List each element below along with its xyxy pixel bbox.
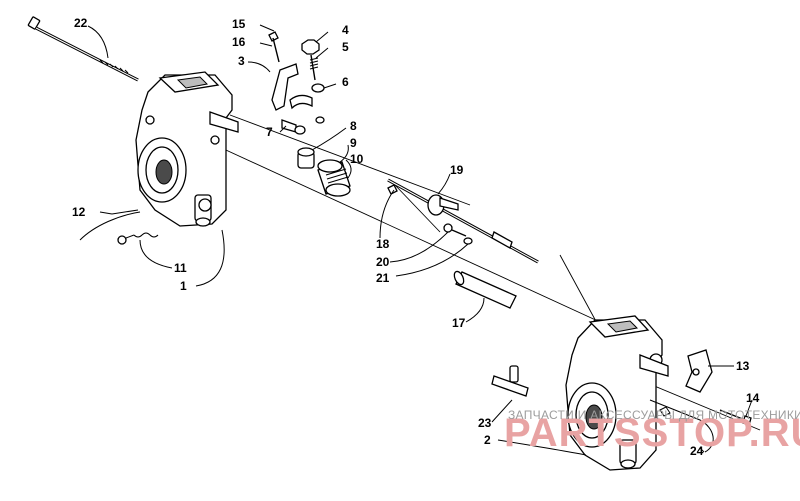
callout-12: 12 bbox=[72, 205, 86, 219]
callout-15: 15 bbox=[232, 17, 246, 31]
callout-4: 4 bbox=[342, 23, 349, 37]
part-4-5-knob bbox=[301, 39, 320, 81]
callout-9: 9 bbox=[350, 136, 357, 150]
part-6-washer bbox=[311, 83, 325, 124]
callout-22: 22 bbox=[74, 16, 88, 30]
callout-labels: 22 15 16 3 4 5 6 7 8 9 10 12 11 1 19 18 … bbox=[72, 16, 760, 458]
callout-2: 2 bbox=[484, 433, 491, 447]
callout-5: 5 bbox=[342, 40, 349, 54]
callout-8: 8 bbox=[350, 119, 357, 133]
watermark-tagline: ЗАПЧАСТИ И АКСЕССУАРЫ ДЛЯ МОТОТЕХНИКИ bbox=[508, 408, 800, 422]
part-19-throttle-shaft bbox=[387, 178, 539, 264]
callout-1: 1 bbox=[180, 279, 187, 293]
part-clamp bbox=[289, 94, 313, 110]
leader-lines bbox=[87, 24, 753, 456]
part-7-fitting bbox=[281, 119, 306, 135]
callout-17: 17 bbox=[452, 316, 466, 330]
part-13-throttle-lever bbox=[685, 349, 713, 393]
part-23-fitting bbox=[491, 365, 529, 397]
watermark: PARTSSTOP.RU ЗАПЧАСТИ И АКСЕССУАРЫ ДЛЯ М… bbox=[504, 408, 800, 455]
part-14-screw bbox=[719, 409, 752, 426]
part-15-16-screws bbox=[268, 31, 280, 63]
part-1-left-carburetor bbox=[135, 71, 239, 227]
part-24-cable-spring bbox=[649, 399, 714, 453]
callout-13: 13 bbox=[736, 359, 750, 373]
callout-24: 24 bbox=[690, 444, 704, 458]
callout-20: 20 bbox=[376, 255, 390, 269]
part-12-cable bbox=[79, 209, 141, 241]
part-11-screw-spring bbox=[117, 232, 159, 245]
callout-6: 6 bbox=[342, 75, 349, 89]
part-9-10-spacer bbox=[317, 159, 351, 197]
part-8-bushing bbox=[297, 147, 315, 169]
part-17-rod bbox=[453, 270, 517, 309]
assembly-lines bbox=[214, 114, 761, 431]
part-22-long-screw bbox=[27, 16, 139, 82]
callout-10: 10 bbox=[350, 152, 364, 166]
watermark-brand: PARTSSTOP.RU bbox=[504, 411, 800, 455]
callout-23: 23 bbox=[478, 416, 492, 430]
callout-16: 16 bbox=[232, 35, 246, 49]
part-2-right-carburetor bbox=[565, 315, 669, 471]
part-3-bracket bbox=[271, 63, 299, 111]
callout-19: 19 bbox=[450, 163, 464, 177]
callout-3: 3 bbox=[238, 54, 245, 68]
callout-18: 18 bbox=[376, 237, 390, 251]
callout-7: 7 bbox=[266, 125, 273, 139]
part-18-20-21-screws bbox=[387, 184, 473, 245]
callout-21: 21 bbox=[376, 271, 390, 285]
callout-14: 14 bbox=[746, 391, 760, 405]
callout-11: 11 bbox=[174, 261, 187, 275]
